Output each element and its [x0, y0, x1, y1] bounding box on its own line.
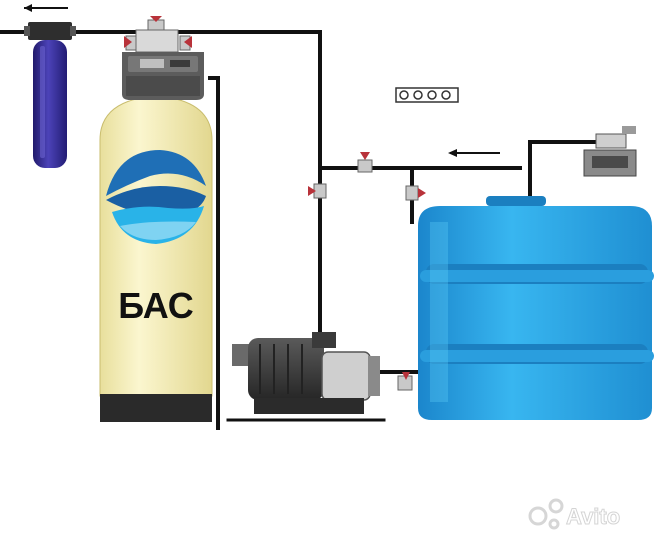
water-tank-icon: [418, 196, 654, 420]
filter-tank-icon: [99, 95, 213, 422]
ball-valve-icon: [179, 35, 192, 51]
company-logo-icon: [106, 150, 206, 244]
pipe-float-valve: [528, 140, 600, 200]
control-valve-head-icon: [122, 29, 204, 100]
flow-arrow-icon: [448, 149, 500, 157]
ball-valve-icon: [308, 183, 327, 199]
tank-brand-label: БАС: [118, 285, 194, 326]
cartridge-filter-icon: [24, 22, 76, 168]
ball-valve-icon: [397, 372, 413, 391]
avito-logo-icon: [528, 498, 564, 530]
watermark-text: Avito: [566, 504, 620, 529]
float-valve-icon: [583, 126, 637, 177]
ball-valve-icon: [147, 16, 165, 31]
ball-valve-icon: [405, 185, 426, 201]
fittings-icon: [395, 87, 459, 103]
pipe-tank-outlet: [208, 76, 220, 430]
pump-icon: [232, 332, 380, 414]
pipe-top-main: [0, 30, 322, 370]
ball-valve-icon: [357, 152, 373, 173]
flow-arrow-icon: [24, 4, 68, 12]
ball-valve-icon: [124, 35, 137, 51]
